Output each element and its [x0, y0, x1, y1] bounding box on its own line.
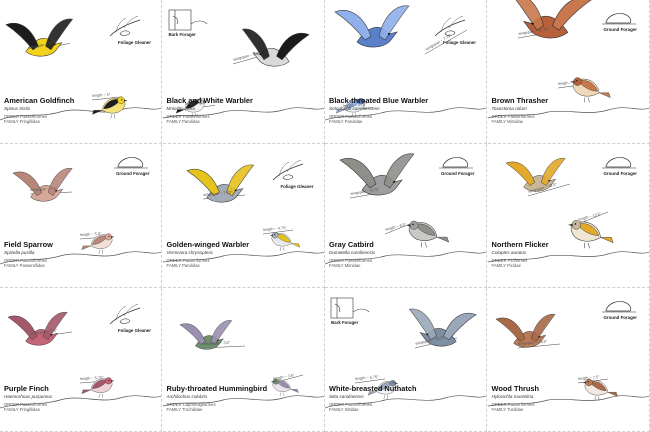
bird-illustration — [325, 153, 486, 265]
bird-name: Ruby-throated Hummingbird — [166, 384, 268, 393]
taxonomic-family: FAMILY Passerellidae — [4, 263, 45, 268]
taxonomic-order: ORDER Passeriformes — [329, 258, 373, 263]
taxonomic-family: FAMILY Mimidae — [491, 119, 524, 124]
bird-illustration — [162, 159, 324, 263]
taxonomic-family: FAMILY Picidae — [491, 263, 521, 268]
scientific-name: Spizella pusilla — [4, 250, 35, 255]
bird-name: American Goldfinch — [4, 96, 75, 105]
bird-illustration — [325, 297, 486, 409]
bird-name: Northern Flicker — [491, 240, 549, 249]
ground-forager-icon — [601, 157, 636, 169]
forager-label: Bark Forager — [331, 320, 359, 325]
scientific-name: Sitta carolinensis — [329, 394, 364, 399]
forager-label: Ground Forager — [603, 171, 637, 176]
scientific-name: Spinus tristis — [4, 106, 31, 111]
taxonomic-order: ORDER Piciformes — [491, 258, 528, 263]
bird-illustration — [162, 9, 324, 119]
scientific-name: Hylocichla mustelina — [491, 394, 534, 399]
scientific-name: Dumetella carolinensis — [329, 250, 376, 255]
foliage-gleaner-icon — [109, 303, 141, 325]
forager-label: Ground Forager — [603, 315, 637, 320]
bird-card: Foliage Gleaner wingspan ~ 7.5" length ~… — [0, 0, 162, 144]
bird-card: Ground Forager wingspan ~ 7.5" length ~ … — [0, 144, 162, 288]
bird-card: Ground Forager wingspan ~ 12.25" length … — [487, 0, 650, 144]
scientific-name: Colaptes auratus — [491, 250, 527, 255]
ground-forager-icon — [439, 157, 473, 169]
bird-illustration — [325, 5, 486, 121]
taxonomic-order: ORDER Caprimulgiformes — [166, 402, 216, 407]
taxonomic-order: ORDER Passeriformes — [491, 402, 535, 407]
bird-card: Foliage Gleaner wingspan ~ 7.75" length … — [325, 0, 487, 144]
taxonomic-family: FAMILY Parulidae — [166, 119, 200, 124]
bird-name: White-breasted Nuthatch — [329, 384, 417, 393]
taxonomic-family: FAMILY Sittidae — [329, 407, 359, 412]
taxonomic-order: ORDER Passeriformes — [491, 114, 535, 119]
taxonomic-order: ORDER Passeriformes — [4, 114, 48, 119]
bird-name: Gray Catbird — [329, 240, 374, 249]
bird-card: Foliage Gleaner wingspan ~ 9.5" length ~… — [0, 288, 162, 432]
forager-label: Bark Forager — [168, 32, 196, 37]
bird-name: Wood Thrush — [491, 384, 539, 393]
bird-name: Golden-winged Warbler — [166, 240, 250, 249]
bird-illustration — [162, 320, 324, 407]
scientific-name: Haemorhous purpureus — [4, 394, 53, 399]
forager-label: Foliage Gleaner — [118, 40, 151, 45]
taxonomic-family: FAMILY Fringillidae — [4, 119, 40, 124]
taxonomic-order: ORDER Passeriformes — [4, 402, 48, 407]
bird-name: Black-throated Blue Warbler — [329, 96, 429, 105]
bird-card: Foliage Gleaner wingspan ~ 7.75" length … — [162, 144, 325, 288]
forager-label: Ground Forager — [603, 27, 637, 32]
bird-illustration — [487, 0, 649, 119]
bird-card: Ground Forager wingspan ~ 8.75" length ~… — [325, 144, 487, 288]
taxonomic-order: ORDER Passeriformes — [166, 114, 210, 119]
forager-label: Foliage Gleaner — [118, 328, 151, 333]
bird-name: Brown Thrasher — [491, 96, 549, 105]
scientific-name: Vermivora chrysoptera — [166, 250, 213, 255]
scientific-name: Archilochus colubris — [166, 394, 208, 399]
foliage-gleaner-icon — [434, 15, 466, 37]
taxonomic-order: ORDER Passeriformes — [166, 258, 210, 263]
forager-label: Ground Forager — [441, 171, 475, 176]
forager-label: Foliage Gleaner — [443, 40, 476, 45]
bird-illustration — [0, 15, 161, 121]
taxonomic-order: ORDER Passeriformes — [329, 114, 373, 119]
scientific-name: Mniotilta varia — [166, 106, 195, 111]
taxonomic-family: FAMILY Turdidae — [491, 407, 524, 412]
bird-card: wingspan ~ 3.5" length ~ 3.5" Ruby-throa… — [162, 288, 325, 432]
taxonomic-family: FAMILY Parulidae — [329, 119, 363, 124]
bird-illustration — [0, 303, 161, 409]
bird-name: Purple Finch — [4, 384, 49, 393]
taxonomic-family: FAMILY Fringillidae — [4, 407, 40, 412]
bird-card: Bark Forager wingspan ~ 10.5" length ~ 5… — [325, 288, 487, 432]
scientific-name: Toxostoma rufum — [491, 106, 527, 111]
ground-forager-icon — [114, 157, 148, 169]
bird-card: Bark Forager wingspan ~ 8.25" length ~ 4… — [162, 0, 325, 144]
bird-name: Black and White Warbler — [166, 96, 253, 105]
forager-label: Ground Forager — [116, 171, 150, 176]
taxonomic-family: FAMILY Mimidae — [329, 263, 361, 268]
taxonomic-order: ORDER Passeriformes — [4, 258, 48, 263]
foliage-gleaner-icon — [109, 15, 141, 37]
bird-illustration — [487, 301, 649, 407]
taxonomic-order: ORDER Passeriformes — [329, 402, 373, 407]
ground-forager-icon — [601, 301, 636, 313]
foliage-gleaner-icon — [272, 159, 303, 181]
bark-forager-icon — [330, 297, 370, 319]
bird-card: Ground Forager wingspan ~ 13.5" length ~… — [487, 288, 650, 432]
taxonomic-family: FAMILY Parulidae — [166, 263, 200, 268]
taxonomic-family: FAMILY Trochilidae — [166, 407, 203, 412]
bird-card: Ground Forager wingspan ~ 18.5" length ~… — [487, 144, 650, 288]
bark-forager-icon — [168, 9, 207, 31]
forager-label: Foliage Gleaner — [280, 184, 314, 189]
bird-illustration — [487, 157, 649, 263]
ground-forager-icon — [601, 13, 636, 25]
scientific-name: Setophaga caerulescens — [329, 106, 380, 111]
bird-name: Field Sparrow — [4, 240, 53, 249]
bird-illustration — [0, 157, 161, 265]
